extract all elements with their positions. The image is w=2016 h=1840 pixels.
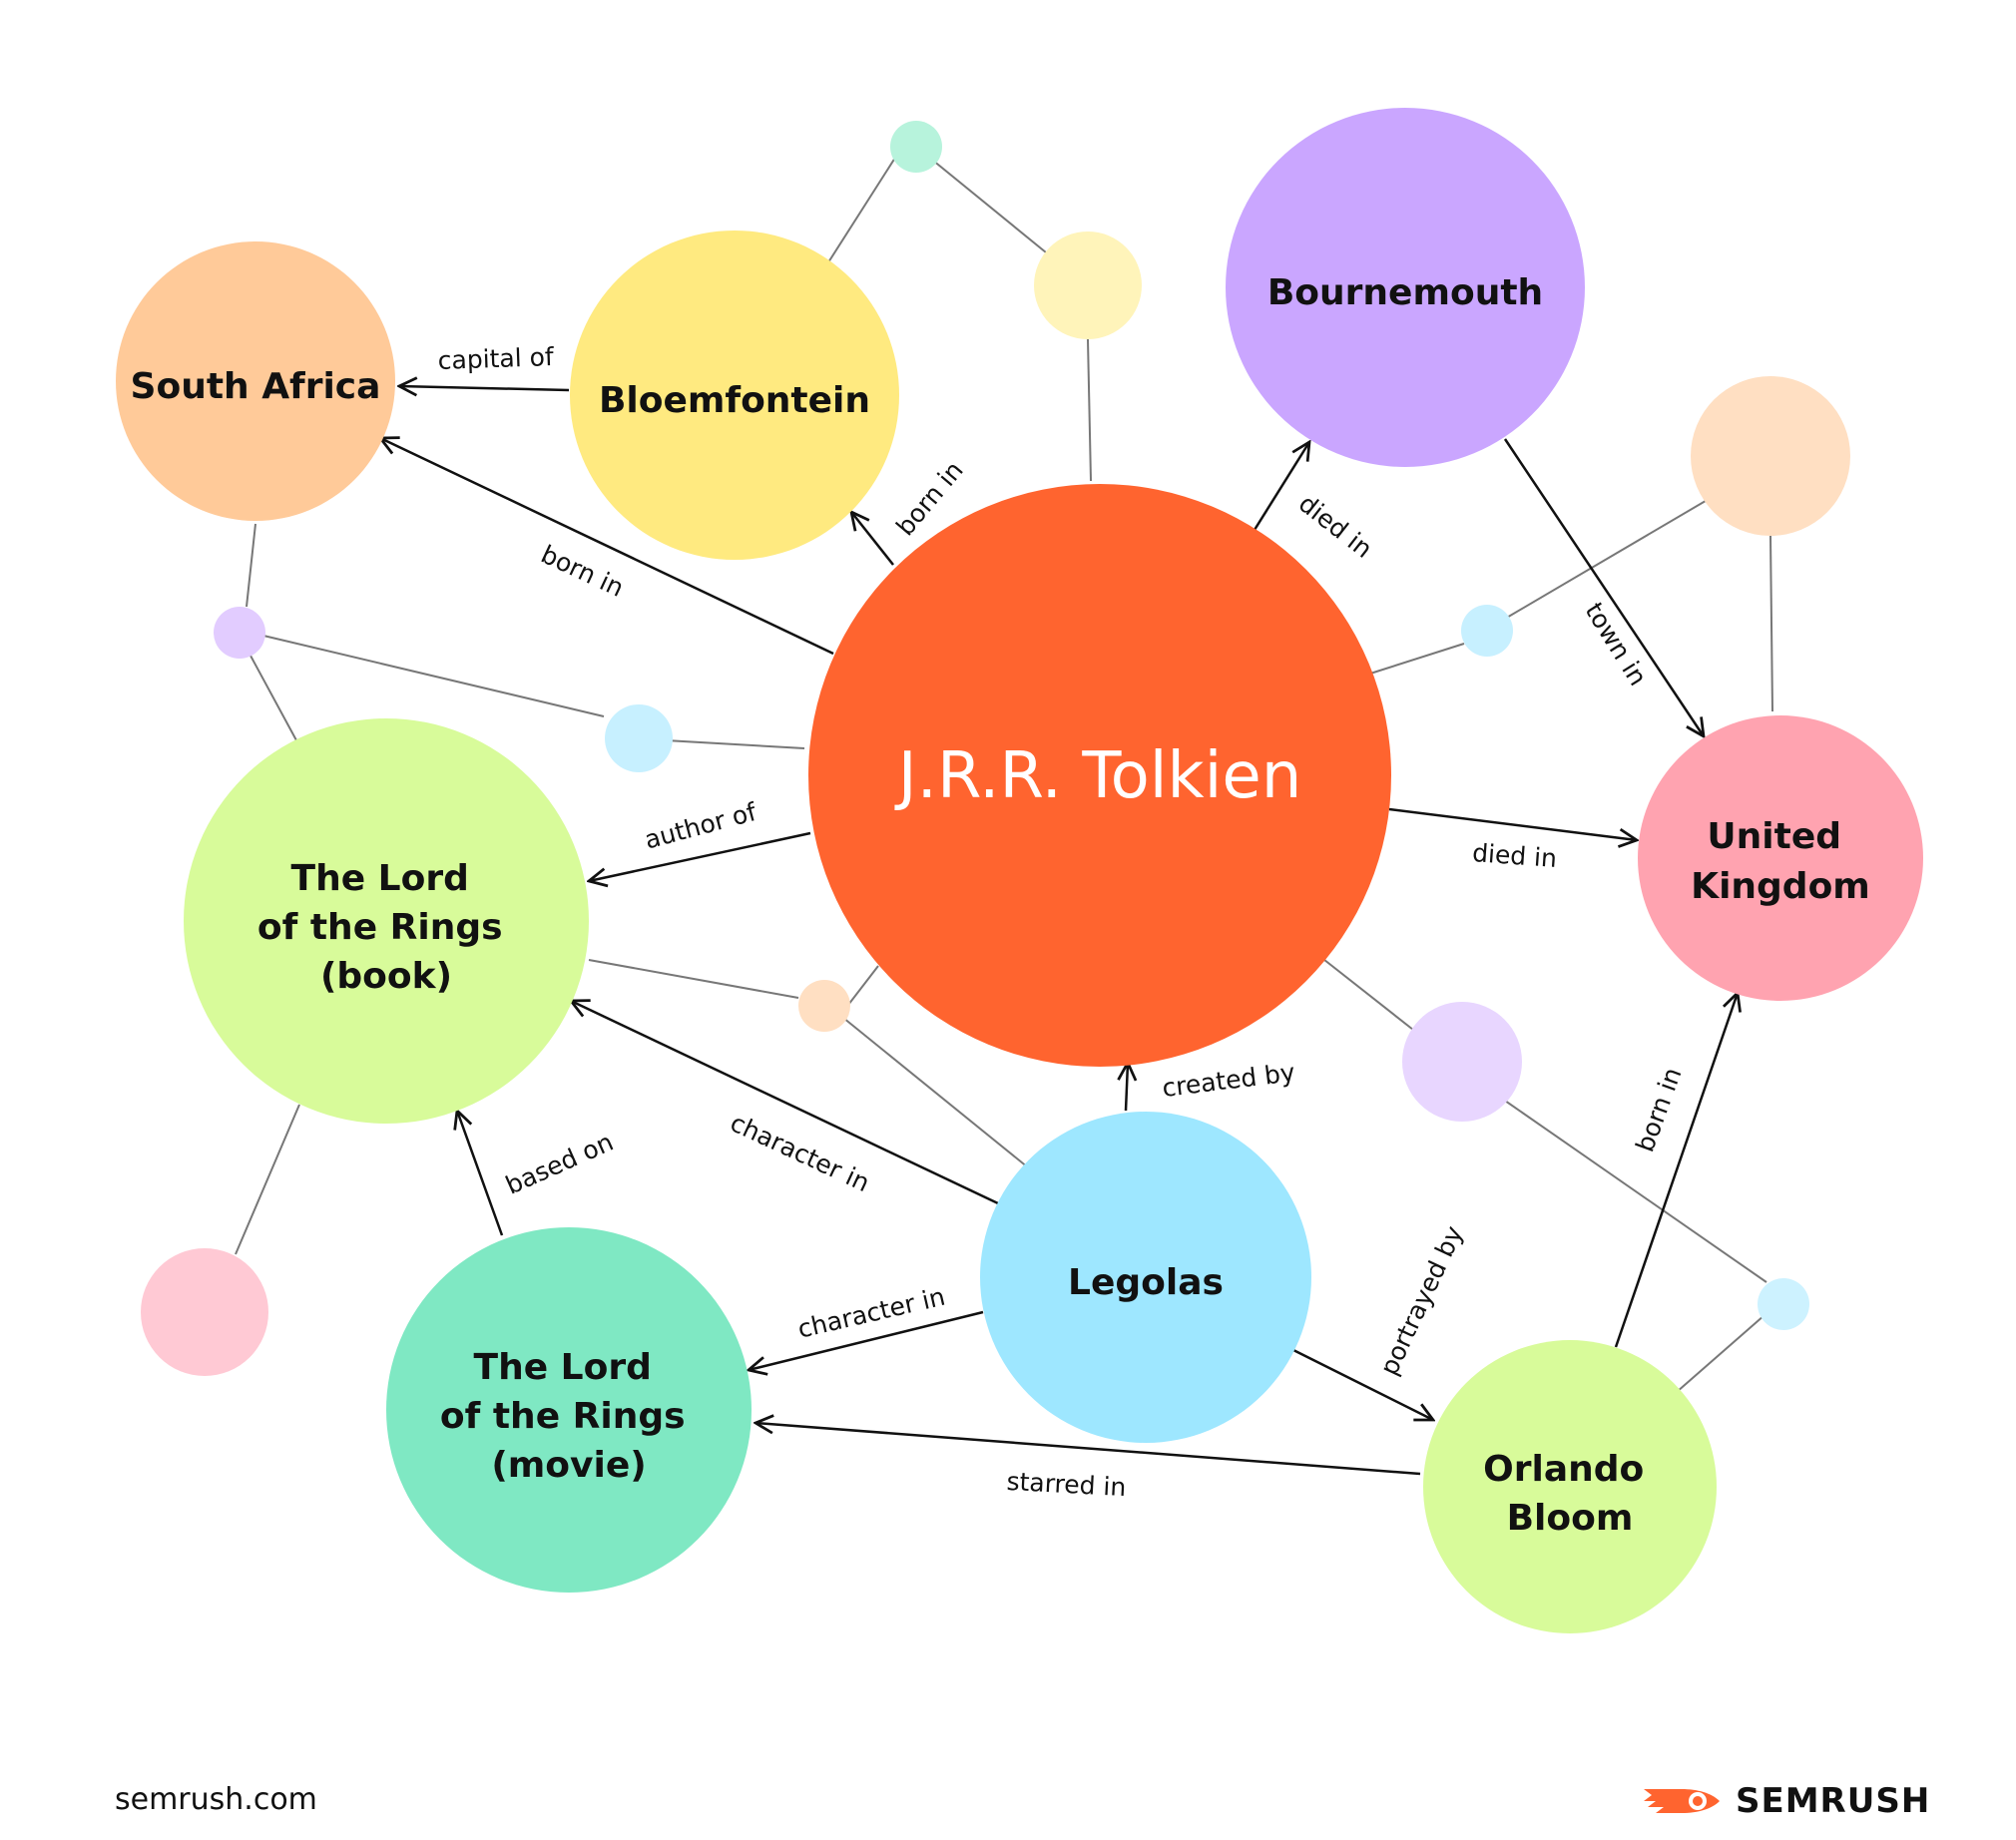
- label-bloom-born-in: born in: [1630, 1064, 1687, 1155]
- united-kingdom-line: United: [1707, 816, 1841, 857]
- edge-tolkien-died-in-bournemouth: [1253, 442, 1309, 531]
- connector: [665, 739, 805, 749]
- connector: [235, 1104, 300, 1255]
- node-united-kingdom: United Kingdom: [1638, 715, 1923, 1001]
- lotr-movie-line: of the Rings: [440, 1396, 686, 1437]
- semrush-logo: SEMRUSH: [1642, 1776, 1930, 1826]
- dot: [1034, 231, 1142, 339]
- dot: [890, 121, 942, 173]
- south-africa-label: South Africa: [131, 366, 381, 407]
- bloemfontein-circle: [570, 230, 899, 560]
- lotr-book-label: The Lord of the Rings (book): [257, 858, 515, 997]
- connector: [588, 959, 799, 999]
- bournemouth-circle: [1226, 108, 1585, 467]
- edge-starred-in: [756, 1423, 1421, 1476]
- edge-tolkien-born-in-bloem: [851, 512, 894, 566]
- tolkien-circle: [808, 484, 1391, 1067]
- node-tolkien: J.R.R. Tolkien: [808, 484, 1391, 1067]
- legolas-label: Legolas: [1068, 1262, 1224, 1303]
- lotr-book-circle: [184, 718, 589, 1124]
- label-legolas-character-in-book: character in: [726, 1108, 874, 1197]
- orlando-bloom-line: Bloom: [1507, 1498, 1634, 1539]
- label-based-on: based on: [501, 1128, 617, 1200]
- dot: [798, 980, 850, 1032]
- decorative-dots: [141, 121, 1850, 1376]
- label-starred-in: starred in: [1006, 1467, 1127, 1502]
- label-created-by: created by: [1161, 1058, 1297, 1103]
- lotr-movie-label: The Lord of the Rings (movie): [440, 1347, 698, 1486]
- node-bloemfontein: Bloemfontein: [570, 230, 899, 560]
- united-kingdom-line: Kingdom: [1691, 866, 1870, 907]
- edge-author-of: [589, 831, 811, 881]
- bloemfontein-label: Bloemfontein: [599, 380, 870, 421]
- node-legolas: Legolas: [980, 1112, 1311, 1443]
- lotr-movie-circle: [386, 1227, 752, 1593]
- footer-url[interactable]: semrush.com: [115, 1782, 317, 1817]
- dot: [141, 1248, 268, 1376]
- orlando-bloom-label: Orlando Bloom: [1483, 1449, 1657, 1539]
- edge-tolkien-died-in-uk: [1388, 807, 1637, 840]
- dot: [214, 607, 265, 659]
- dot: [1691, 376, 1850, 536]
- node-lotr-movie: The Lord of the Rings (movie): [386, 1227, 752, 1593]
- connector: [1087, 338, 1092, 482]
- node-orlando-bloom: Orlando Bloom: [1423, 1340, 1717, 1633]
- gray-connectors: [235, 146, 1773, 1393]
- edge-portrayed-by: [1290, 1347, 1433, 1420]
- connector: [262, 635, 605, 717]
- node-south-africa: South Africa: [116, 241, 395, 521]
- connector: [246, 523, 256, 608]
- connector: [915, 146, 1047, 253]
- dot: [1461, 605, 1513, 657]
- connector: [1504, 497, 1712, 620]
- connector: [827, 146, 903, 263]
- label-capital-of: capital of: [437, 342, 555, 375]
- label-tolkien-died-in-uk: died in: [1471, 838, 1558, 873]
- tolkien-label: J.R.R. Tolkien: [894, 739, 1302, 813]
- bournemouth-label: Bournemouth: [1267, 272, 1543, 313]
- lotr-book-line: of the Rings: [257, 907, 503, 948]
- node-bournemouth: Bournemouth: [1226, 108, 1585, 467]
- connector: [1676, 1314, 1765, 1393]
- edge-created-by: [1126, 1063, 1128, 1112]
- edge-bloom-born-in: [1614, 993, 1738, 1348]
- connector: [250, 655, 297, 741]
- semrush-flame-icon: [1644, 1789, 1720, 1813]
- dot: [605, 704, 673, 772]
- edge-legolas-character-in-book: [571, 1001, 999, 1205]
- label-legolas-character-in-movie: character in: [795, 1282, 948, 1344]
- south-africa-circle: [116, 241, 395, 521]
- label-portrayed-by: portrayed by: [1374, 1221, 1469, 1380]
- label-tolkien-died-in-bournemouth: died in: [1293, 489, 1378, 564]
- united-kingdom-circle: [1638, 715, 1923, 1001]
- legolas-circle: [980, 1112, 1311, 1443]
- united-kingdom-label: United Kingdom: [1691, 816, 1870, 907]
- brand-name: SEMRUSH: [1736, 1781, 1931, 1821]
- relation-edges: [380, 386, 1738, 1476]
- edge-legolas-character-in-movie: [749, 1310, 984, 1370]
- dot: [1758, 1278, 1809, 1330]
- lotr-book-line: The Lord: [291, 858, 469, 899]
- lotr-book-line: (book): [320, 956, 452, 997]
- edge-capital-of: [399, 386, 570, 390]
- edge-bournemouth-town-in: [1503, 438, 1704, 736]
- edge-tolkien-born-in-sa: [380, 438, 834, 656]
- orlando-bloom-circle: [1423, 1340, 1717, 1633]
- lotr-movie-line: (movie): [491, 1445, 646, 1486]
- connector: [842, 1017, 1029, 1168]
- connector: [1369, 643, 1465, 675]
- connector: [1504, 1100, 1767, 1283]
- lotr-movie-line: The Lord: [474, 1347, 652, 1388]
- orlando-bloom-line: Orlando: [1483, 1449, 1644, 1490]
- connector: [1318, 955, 1414, 1031]
- edge-based-on: [457, 1111, 504, 1236]
- dot: [1402, 1002, 1522, 1122]
- node-lotr-book: The Lord of the Rings (book): [184, 718, 589, 1124]
- connector: [1769, 535, 1773, 712]
- label-author-of: author of: [642, 797, 760, 855]
